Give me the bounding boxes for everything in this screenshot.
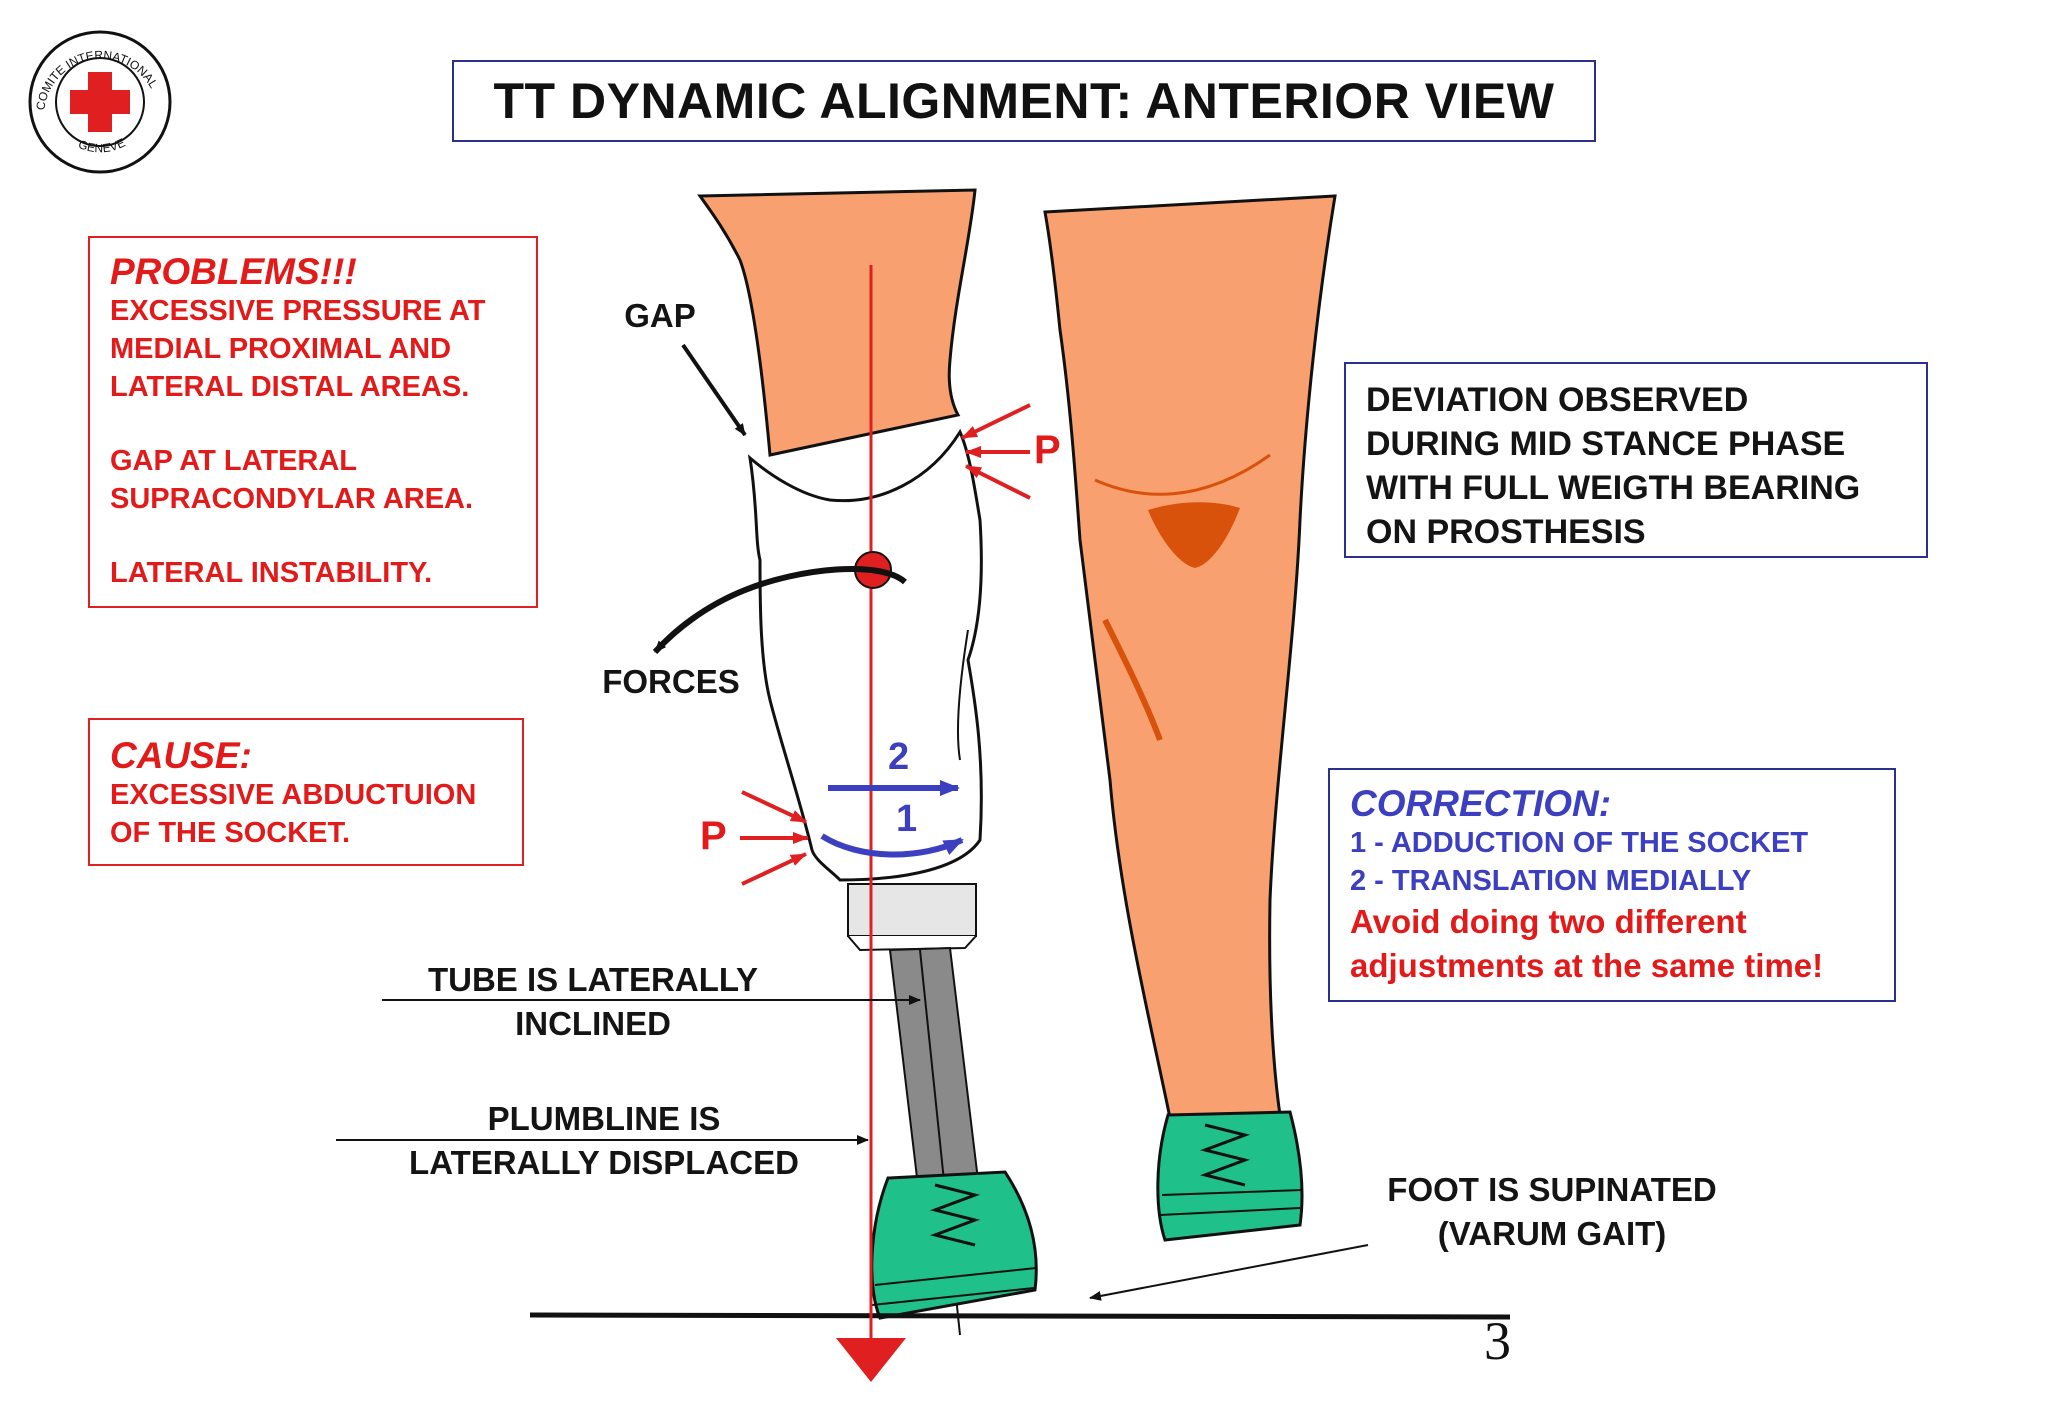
forces-arrow xyxy=(652,565,907,655)
pylon-tube xyxy=(847,883,980,1336)
correction-step-1: 1 - ADDUCTION OF THE SOCKET xyxy=(1350,827,1809,859)
residual-limb xyxy=(697,188,977,457)
cause-line-2: OF THE SOCKET. xyxy=(110,817,351,849)
plumbline xyxy=(836,265,906,1382)
svg-text:GENEVE: GENEVE xyxy=(76,136,127,156)
foot-label-line-1: FOOT IS SUPINATED xyxy=(1387,1171,1717,1208)
tube-label-line-1: TUBE IS LATERALLY xyxy=(427,961,759,998)
gap-arrow xyxy=(681,343,747,437)
foot-label-line-2: (VARUM GAIT) xyxy=(1437,1215,1667,1252)
page-title: TT DYNAMIC ALIGNMENT: ANTERIOR VIEW xyxy=(493,73,1555,129)
problems-line-4: GAP AT LATERAL xyxy=(110,445,358,477)
cause-box: CAUSE: EXCESSIVE ABDUCTUION OF THE SOCKE… xyxy=(88,718,524,866)
pressure-label-upper: P xyxy=(1034,428,1061,472)
tube-label-line-2: INCLINED xyxy=(515,1005,671,1042)
correction-heading: CORRECTION: xyxy=(1350,783,1612,824)
correction-warning-2: adjustments at the same time! xyxy=(1350,947,1824,984)
sound-leg xyxy=(1043,194,1337,1242)
pressure-arrows-lower xyxy=(740,790,809,886)
deviation-line-2: DURING MID STANCE PHASE xyxy=(1366,425,1846,463)
problems-line-1: EXCESSIVE PRESSURE AT xyxy=(110,295,486,327)
page-number: 3 xyxy=(1484,1311,1511,1371)
gap-label: GAP xyxy=(624,297,696,334)
pressure-label-lower: P xyxy=(700,814,727,858)
deviation-line-1: DEVIATION OBSERVED xyxy=(1366,381,1749,419)
correction-arrow-1-label: 1 xyxy=(896,798,918,840)
title-box: TT DYNAMIC ALIGNMENT: ANTERIOR VIEW xyxy=(452,60,1596,142)
plumbline-label: PLUMBLINE IS LATERALLY DISPLACED xyxy=(374,1097,834,1185)
ground-line xyxy=(529,1312,1511,1320)
plumbline-label-line-2: LATERALLY DISPLACED xyxy=(409,1144,799,1181)
red-cross-emblem-icon: COMITE INTERNATIONAL GENEVE xyxy=(28,30,172,174)
icrc-logo: COMITE INTERNATIONAL GENEVE xyxy=(26,28,174,176)
problems-line-2: MEDIAL PROXIMAL AND xyxy=(110,333,452,365)
logo-ring-bottom: GENEVE xyxy=(76,136,127,156)
correction-box: CORRECTION: 1 - ADDUCTION OF THE SOCKET … xyxy=(1328,768,1896,1002)
cause-line-1: EXCESSIVE ABDUCTUION xyxy=(110,779,477,811)
problems-line-5: SUPRACONDYLAR AREA. xyxy=(110,483,474,515)
prosthetic-socket xyxy=(747,428,983,882)
foot-leader-line xyxy=(1089,1244,1369,1301)
correction-step-2: 2 - TRANSLATION MEDIALLY xyxy=(1350,865,1752,897)
correction-arrow-2-label: 2 xyxy=(888,736,910,778)
sound-foot-shoe xyxy=(1156,1110,1304,1242)
correction-warning-1: Avoid doing two different xyxy=(1350,903,1747,940)
foot-label: FOOT IS SUPINATED (VARUM GAIT) xyxy=(1342,1168,1762,1256)
pressure-arrows-upper xyxy=(961,403,1031,500)
deviation-line-3: WITH FULL WEIGTH BEARING xyxy=(1366,469,1861,507)
problems-heading: PROBLEMS!!! xyxy=(110,251,357,292)
tube-label: TUBE IS LATERALLY INCLINED xyxy=(390,958,796,1046)
cause-heading: CAUSE: xyxy=(110,735,252,776)
correction-arrow-1 xyxy=(820,833,964,858)
problems-box: PROBLEMS!!! EXCESSIVE PRESSURE AT MEDIAL… xyxy=(88,236,538,608)
forces-label: FORCES xyxy=(602,663,740,700)
deviation-line-4: ON PROSTHESIS xyxy=(1366,513,1646,551)
deviation-box: DEVIATION OBSERVED DURING MID STANCE PHA… xyxy=(1344,362,1928,558)
plumbline-label-line-1: PLUMBLINE IS xyxy=(487,1100,721,1137)
problems-line-3: LATERAL DISTAL AREAS. xyxy=(110,371,470,403)
problems-line-6: LATERAL INSTABILITY. xyxy=(110,557,433,589)
prosthetic-foot-shoe xyxy=(870,1170,1038,1320)
